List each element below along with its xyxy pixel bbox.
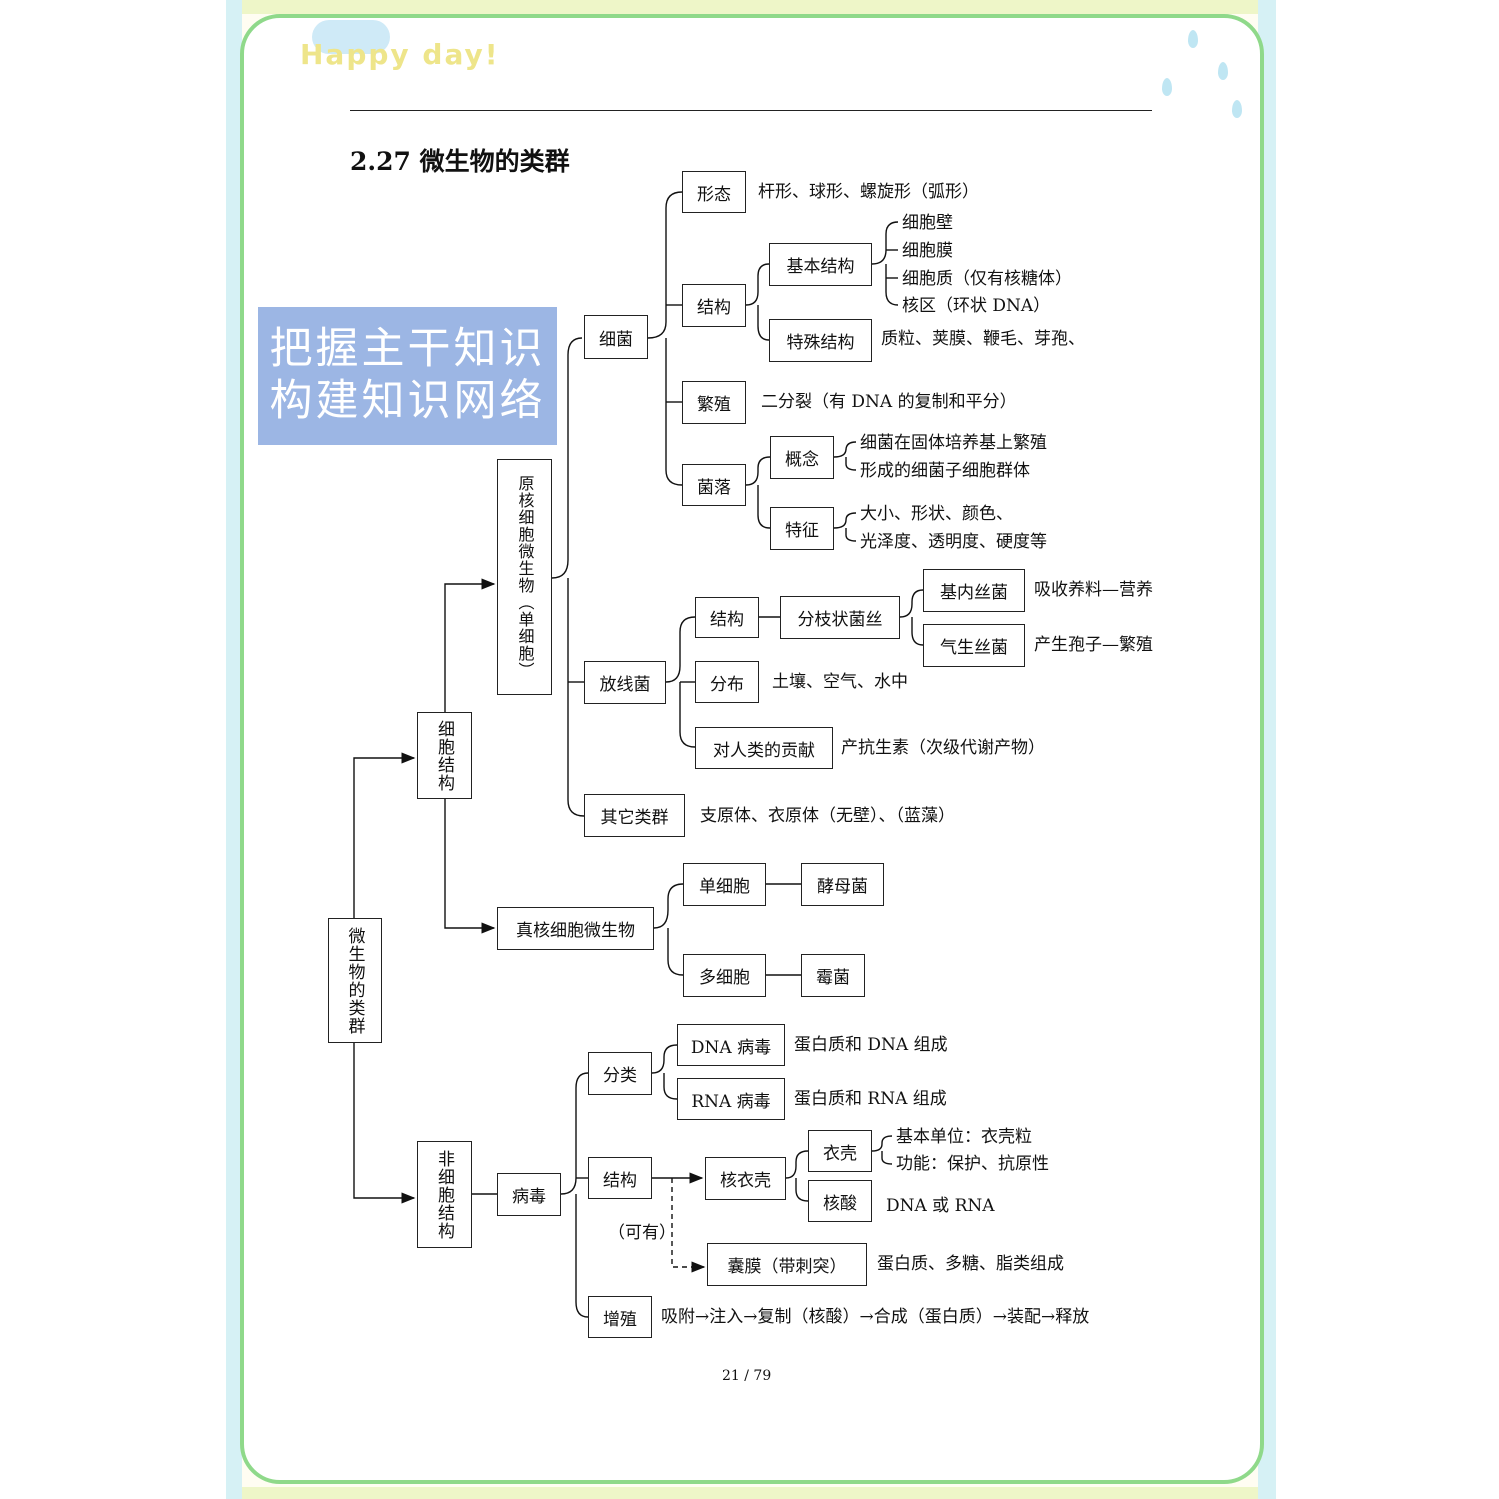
raindrop-icon bbox=[1188, 30, 1198, 48]
special-structure-text: 质粒、荚膜、鞭毛、芽孢、 bbox=[881, 329, 1085, 349]
capsid-line: 基本单位：衣壳粒 bbox=[896, 1127, 1032, 1147]
proliferation-node: 增殖 bbox=[588, 1296, 652, 1338]
nucleic-acid-node: 核酸 bbox=[808, 1180, 872, 1222]
distribution-node: 分布 bbox=[695, 661, 759, 703]
aerial-hyphae-text: 产生孢子—繁殖 bbox=[1034, 635, 1153, 655]
virus-structure-node: 结构 bbox=[588, 1157, 652, 1199]
branch-hyphae-node: 分枝状菌丝 bbox=[780, 596, 900, 639]
colony-feature-line: 光泽度、透明度、硬度等 bbox=[860, 532, 1047, 552]
reproduction-text: 二分裂（有 DNA 的复制和平分） bbox=[761, 392, 1017, 412]
dna-virus-text: 蛋白质和 DNA 组成 bbox=[794, 1035, 948, 1055]
page-number: 21 / 79 bbox=[722, 1368, 772, 1384]
cell-structure-node: 细胞结构 bbox=[417, 712, 472, 799]
raindrop-icon bbox=[1162, 78, 1172, 96]
substrate-hyphae-text: 吸收养料—营养 bbox=[1034, 580, 1153, 600]
mold-node: 霉菌 bbox=[801, 954, 865, 997]
colony-concept-line: 细菌在固体培养基上繁殖 bbox=[860, 433, 1047, 453]
shape-node: 形态 bbox=[682, 171, 746, 213]
bacteria-structure-node: 结构 bbox=[682, 284, 746, 327]
colony-node: 菌落 bbox=[682, 464, 746, 506]
other-groups-node: 其它类群 bbox=[584, 794, 685, 837]
root-node: 微生物的类群 bbox=[328, 918, 382, 1043]
capsid-node: 衣壳 bbox=[808, 1130, 872, 1172]
colony-concept-line: 形成的细菌子细胞群体 bbox=[860, 461, 1030, 481]
colony-concept-node: 概念 bbox=[770, 436, 834, 479]
cloud-icon bbox=[312, 20, 390, 54]
non-cell-structure-node: 非细胞结构 bbox=[417, 1141, 472, 1248]
nucleic-acid-text: DNA 或 RNA bbox=[886, 1196, 995, 1216]
happy-day-decoration: Happy day! bbox=[300, 38, 500, 71]
contribution-text: 产抗生素（次级代谢产物） bbox=[841, 738, 1045, 758]
raindrop-icon bbox=[1232, 100, 1242, 118]
dna-virus-node: DNA 病毒 bbox=[677, 1024, 785, 1066]
proliferation-text: 吸附→注入→复制（核酸）→合成（蛋白质）→装配→释放 bbox=[661, 1307, 1090, 1327]
bottom-border-strip bbox=[226, 1487, 1276, 1499]
eukaryote-node: 真核细胞微生物 bbox=[497, 907, 654, 950]
left-border-strip bbox=[226, 0, 242, 1499]
distribution-text: 土壤、空气、水中 bbox=[772, 672, 908, 692]
optional-label: （可有） bbox=[608, 1223, 676, 1243]
prokaryote-node: 原核细胞微生物（单细胞） bbox=[497, 459, 552, 695]
shape-text: 杆形、球形、螺旋形（弧形） bbox=[758, 182, 979, 202]
unicellular-node: 单细胞 bbox=[683, 863, 766, 906]
reproduction-node: 繁殖 bbox=[682, 381, 746, 424]
envelope-node: 囊膜（带刺突） bbox=[707, 1243, 867, 1286]
contribution-node: 对人类的贡献 bbox=[695, 727, 833, 769]
basic-item: 核区（环状 DNA） bbox=[902, 296, 1051, 316]
banner-line-2: 构建知识网络 bbox=[269, 376, 546, 426]
aerial-hyphae-node: 气生丝菌 bbox=[923, 624, 1025, 667]
actino-structure-node: 结构 bbox=[695, 597, 759, 638]
special-structure-node: 特殊结构 bbox=[769, 319, 872, 362]
envelope-text: 蛋白质、多糖、脂类组成 bbox=[877, 1254, 1064, 1274]
rna-virus-node: RNA 病毒 bbox=[677, 1078, 785, 1120]
colony-feature-node: 特征 bbox=[770, 507, 834, 550]
other-groups-text: 支原体、衣原体（无壁）、（蓝藻） bbox=[700, 806, 955, 826]
bacteria-node: 细菌 bbox=[584, 315, 648, 359]
header-rule bbox=[350, 110, 1152, 111]
capsid-line: 功能：保护、抗原性 bbox=[896, 1154, 1049, 1174]
substrate-hyphae-node: 基内丝菌 bbox=[923, 569, 1025, 612]
banner-line-1: 把握主干知识 bbox=[269, 324, 546, 374]
rna-virus-text: 蛋白质和 RNA 组成 bbox=[794, 1089, 947, 1109]
virus-node: 病毒 bbox=[497, 1173, 561, 1216]
multicellular-node: 多细胞 bbox=[683, 954, 766, 997]
raindrop-icon bbox=[1218, 62, 1228, 80]
basic-item: 细胞质（仅有核糖体） bbox=[902, 269, 1072, 289]
basic-item: 细胞膜 bbox=[902, 241, 953, 261]
nucleocapsid-node: 核衣壳 bbox=[705, 1157, 786, 1200]
basic-item: 细胞壁 bbox=[902, 213, 953, 233]
yeast-node: 酵母菌 bbox=[801, 863, 884, 906]
top-border-strip bbox=[226, 0, 1276, 14]
classification-node: 分类 bbox=[588, 1052, 652, 1095]
actinomycetes-node: 放线菌 bbox=[584, 661, 666, 704]
banner: 把握主干知识 构建知识网络 bbox=[258, 307, 557, 445]
page-title: 2.27 微生物的类群 bbox=[350, 147, 570, 176]
colony-feature-line: 大小、形状、颜色、 bbox=[860, 504, 1013, 524]
basic-structure-node: 基本结构 bbox=[769, 243, 872, 286]
